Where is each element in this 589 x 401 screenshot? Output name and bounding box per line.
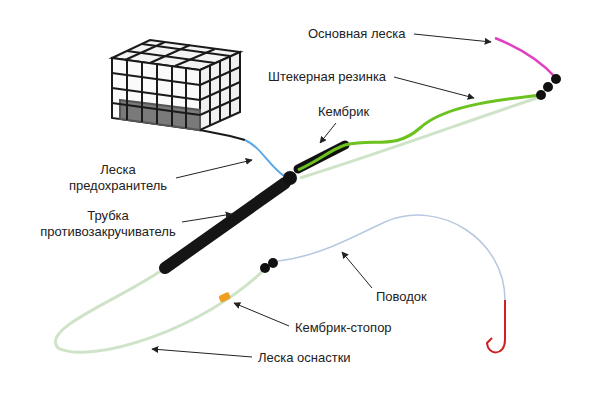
- leader-swivel: [260, 258, 278, 273]
- swivel: [536, 74, 561, 100]
- leader: [278, 215, 505, 300]
- bead: [283, 171, 297, 185]
- part-label: Штекерная резинка: [268, 69, 386, 85]
- main-line: [495, 38, 556, 78]
- part-label: Кембрик: [318, 104, 369, 120]
- feeder-cage: [112, 40, 245, 140]
- stopper: [218, 292, 231, 303]
- part-label: Основная леска: [308, 26, 406, 42]
- feeder-gum: [298, 95, 540, 170]
- rig-line: [300, 97, 540, 178]
- hook: [487, 300, 505, 352]
- part-label: Леска оснастки: [258, 350, 351, 366]
- part-label: Поводок: [376, 289, 427, 305]
- rig-line-loop: [55, 266, 268, 352]
- part-label: Кембрик-стопор: [295, 320, 392, 336]
- leader-arrows: [152, 34, 491, 357]
- anti-tangle-tube: [165, 183, 285, 268]
- part-label: Трубка противозакручиватель: [38, 208, 178, 240]
- part-label: Леска предохранитель: [64, 162, 172, 194]
- safety-line: [245, 140, 284, 176]
